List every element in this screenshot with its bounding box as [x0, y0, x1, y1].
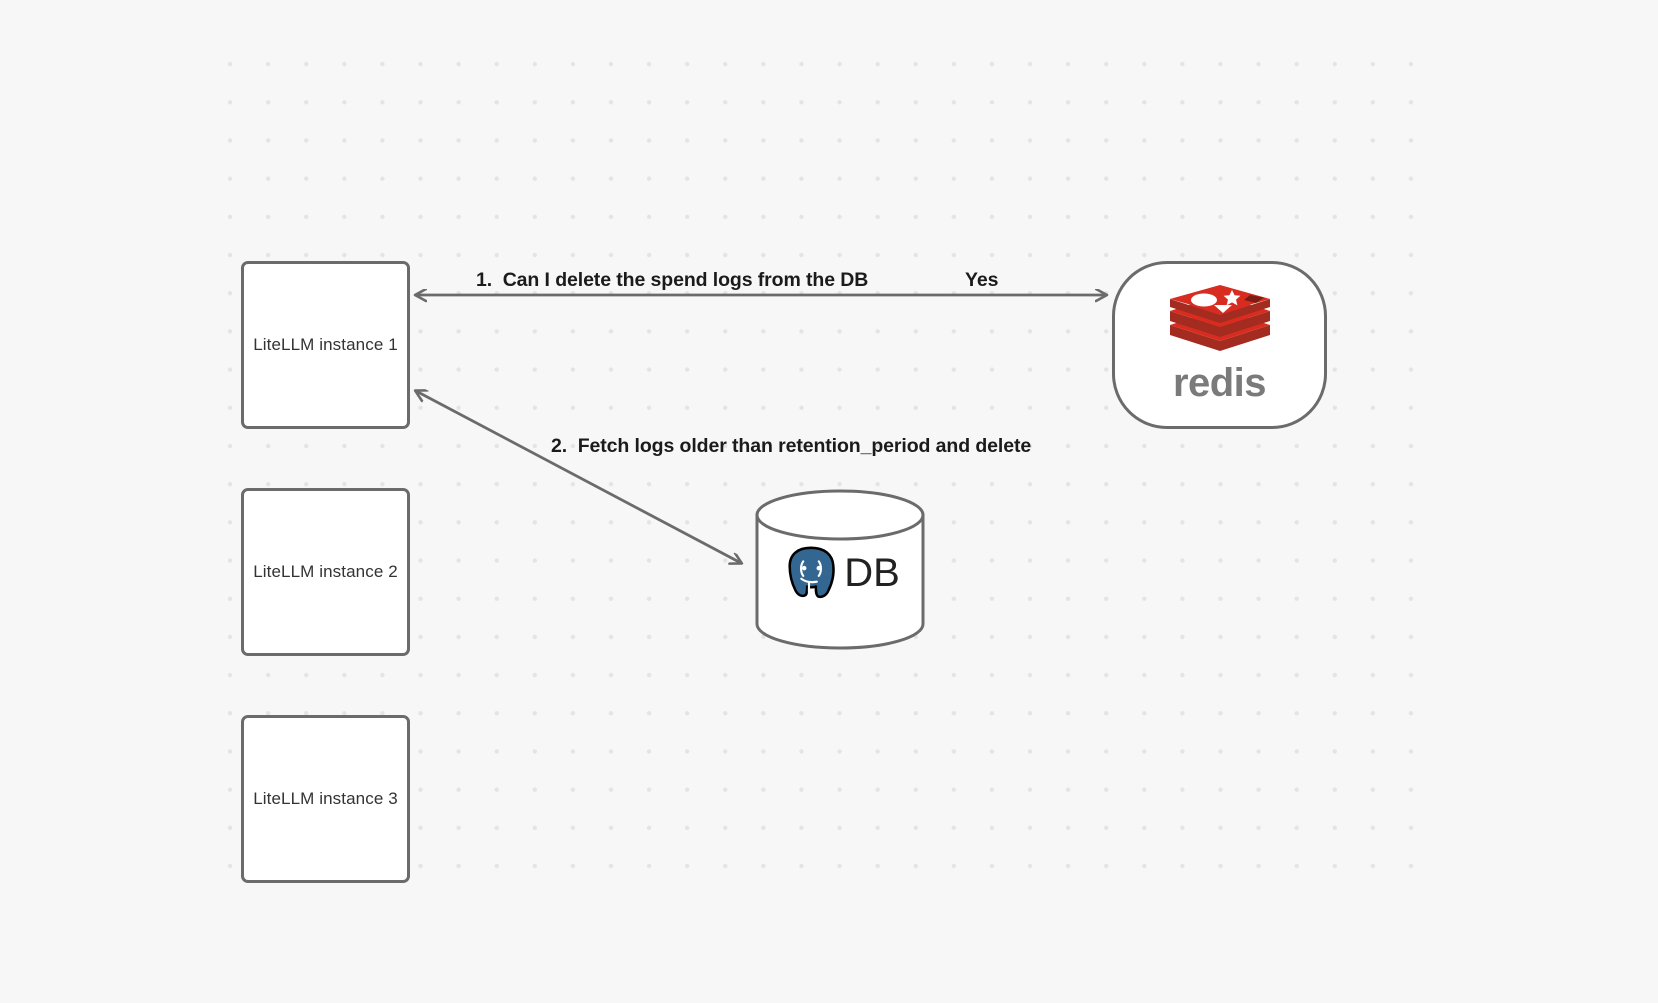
- node-litellm-instance-1-label: LiteLLM instance 1: [253, 335, 398, 355]
- node-litellm-instance-3[interactable]: LiteLLM instance 3: [241, 715, 410, 883]
- postgresql-elephant-icon: [787, 545, 837, 602]
- node-redis[interactable]: redis: [1112, 261, 1327, 429]
- node-database-cylinder[interactable]: DB: [754, 488, 926, 651]
- node-litellm-instance-1[interactable]: LiteLLM instance 1: [241, 261, 410, 429]
- node-litellm-instance-2[interactable]: LiteLLM instance 2: [241, 488, 410, 656]
- db-text-label: DB: [844, 550, 900, 595]
- redis-logo-icon: [1169, 284, 1270, 351]
- node-litellm-instance-2-label: LiteLLM instance 2: [253, 562, 398, 582]
- edge-label-fetch-logs: 2. Fetch logs older than retention_perio…: [551, 435, 1032, 457]
- node-litellm-instance-3-label: LiteLLM instance 3: [253, 789, 398, 809]
- edge-label-yes: Yes: [965, 269, 999, 291]
- edge-label-delete-spend-logs: 1. Can I delete the spend logs from the …: [476, 269, 869, 291]
- edge-litellm1-db: [416, 391, 741, 563]
- redis-wordmark-label: redis: [1172, 360, 1267, 405]
